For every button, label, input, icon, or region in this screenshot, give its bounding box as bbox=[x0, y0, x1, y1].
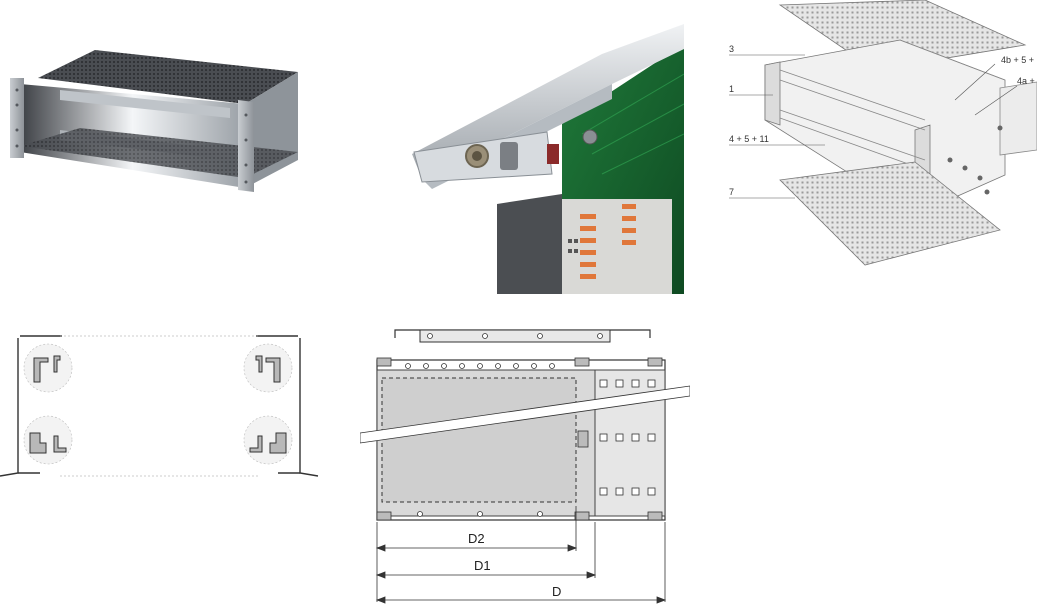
left-front-flange bbox=[10, 78, 24, 158]
top-cover-mesh bbox=[38, 50, 298, 104]
dimension-label-d: D bbox=[552, 584, 561, 599]
bottom-cover bbox=[779, 161, 1001, 266]
cross-section-drawing bbox=[0, 328, 320, 480]
right-front-flange bbox=[238, 100, 254, 192]
depth-dimension-drawing: D2 D1 D bbox=[360, 326, 690, 604]
label-part-3: 3 bbox=[729, 44, 734, 54]
top-bracket bbox=[419, 329, 611, 343]
rear-panel bbox=[999, 81, 1037, 156]
label-part-4-5-11: 4 + 5 + 11 bbox=[729, 134, 769, 144]
guide-rail-closeup-photo bbox=[412, 4, 684, 294]
label-part-4a: 4a + bbox=[1017, 76, 1035, 86]
rack-enclosure-photo bbox=[0, 0, 320, 260]
label-part-7: 7 bbox=[729, 187, 734, 197]
detail-circle-top-right bbox=[243, 343, 293, 393]
exploded-assembly-drawing: 3 1 4 + 5 + 11 7 4b + 5 + 4a + bbox=[725, 0, 1037, 272]
top-cover bbox=[778, 0, 1027, 71]
connector-block bbox=[562, 199, 672, 294]
aluminium-guide-rail bbox=[412, 24, 684, 179]
label-part-1: 1 bbox=[729, 84, 734, 94]
board-area-d2 bbox=[381, 377, 577, 503]
detail-circle-top-left bbox=[23, 343, 73, 393]
label-part-4b-5: 4b + 5 + bbox=[1001, 55, 1034, 65]
dimension-label-d1: D1 bbox=[474, 558, 491, 573]
dimension-label-d2: D2 bbox=[468, 531, 485, 546]
